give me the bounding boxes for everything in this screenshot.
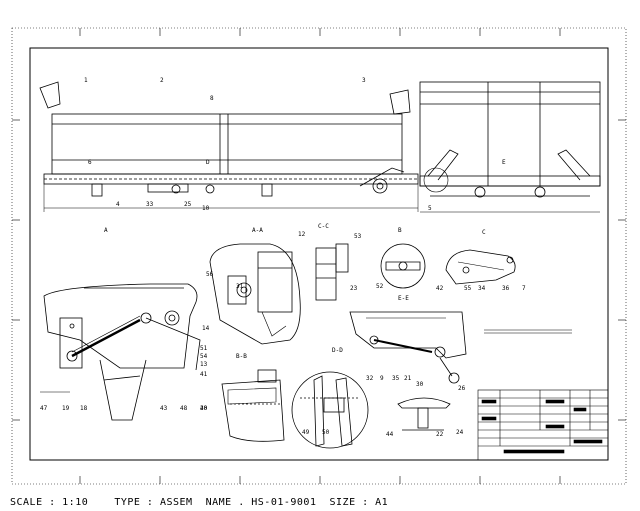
section-ee-view — [291, 371, 369, 449]
callout-3: 3 — [362, 77, 366, 84]
callout-20: 20 — [200, 405, 208, 412]
detail-c-view — [445, 249, 516, 285]
callout-51: 51 — [200, 345, 208, 352]
callout-49: 49 — [302, 429, 310, 436]
callout-22: 22 — [436, 431, 444, 438]
zone-ticks — [12, 28, 626, 484]
bolt-detail-view — [397, 397, 451, 431]
callout-31: 31 — [236, 283, 244, 290]
title-block — [477, 389, 609, 461]
callout-12: 12 — [298, 231, 306, 238]
callout-24: 24 — [456, 429, 464, 436]
callout-43: 43 — [160, 405, 168, 412]
callout-13: 13 — [200, 361, 208, 368]
callout-1: 1 — [84, 77, 88, 84]
label-section-bb: B-B — [236, 353, 247, 360]
callout-5: 5 — [428, 205, 432, 212]
label-detail-c: C — [482, 229, 486, 236]
label-section-aa: A-A — [252, 227, 263, 234]
callout-19: 19 — [62, 405, 70, 412]
label-view-a: A — [104, 227, 108, 234]
callout-40: 40 — [200, 405, 208, 412]
section-cc-view — [315, 243, 349, 301]
callout-25: 25 — [184, 201, 192, 208]
callout-54: 54 — [200, 353, 208, 360]
callout-42: 42 — [436, 285, 444, 292]
sheet-frame — [29, 47, 609, 461]
callout-47: 47 — [40, 405, 48, 412]
callout-41: 41 — [200, 371, 208, 378]
detail-a-view — [209, 243, 301, 345]
callout-48: 48 — [180, 405, 188, 412]
callout-9: 9 — [380, 375, 384, 382]
callout-14: 14 — [202, 325, 210, 332]
detail-b-view — [380, 243, 426, 289]
callout-21: 21 — [404, 375, 412, 382]
callout-55: 55 — [464, 285, 472, 292]
label-section-ee: E-E — [398, 295, 409, 302]
view-labels: A-A B-B C-C D-D E-E B C A E D — [104, 159, 506, 360]
callout-4: 4 — [116, 201, 120, 208]
callout-34: 34 — [478, 285, 486, 292]
sheet-outer-border — [11, 27, 627, 485]
label-view-d: D — [206, 159, 210, 166]
callout-52: 52 — [376, 283, 384, 290]
section-bb-view — [221, 369, 285, 442]
callout-18: 18 — [80, 405, 88, 412]
callout-50: 50 — [322, 429, 330, 436]
callout-8: 8 — [210, 95, 214, 102]
section-aa-view — [40, 283, 201, 421]
label-section-dd: D-D — [332, 347, 343, 354]
callout-23: 23 — [350, 285, 358, 292]
label-section-cc: C-C — [318, 223, 329, 230]
callout-32: 32 — [366, 375, 374, 382]
side-view — [39, 81, 419, 212]
callout-30: 30 — [416, 381, 424, 388]
callout-56: 56 — [206, 271, 214, 278]
section-dd-view — [349, 311, 572, 384]
callout-2: 2 — [160, 77, 164, 84]
callout-6: 6 — [88, 159, 92, 166]
callout-7: 7 — [522, 285, 526, 292]
label-detail-b: B — [398, 227, 402, 234]
callout-44: 44 — [386, 431, 394, 438]
callout-10: 10 — [202, 205, 210, 212]
drawing-info-footer: SCALE : 1:10 TYPE : ASSEM NAME . HS-01-9… — [10, 497, 389, 508]
callout-36: 36 — [502, 285, 510, 292]
callout-35: 35 — [392, 375, 400, 382]
callout-26: 26 — [458, 385, 466, 392]
label-view-e: E — [502, 159, 506, 166]
end-view — [419, 81, 601, 213]
callout-33: 33 — [146, 201, 154, 208]
callout-53: 53 — [354, 233, 362, 240]
callout-numbers: 1 2 3 4 5 6 7 8 9 10 12 13 14 18 19 20 2… — [40, 77, 526, 438]
